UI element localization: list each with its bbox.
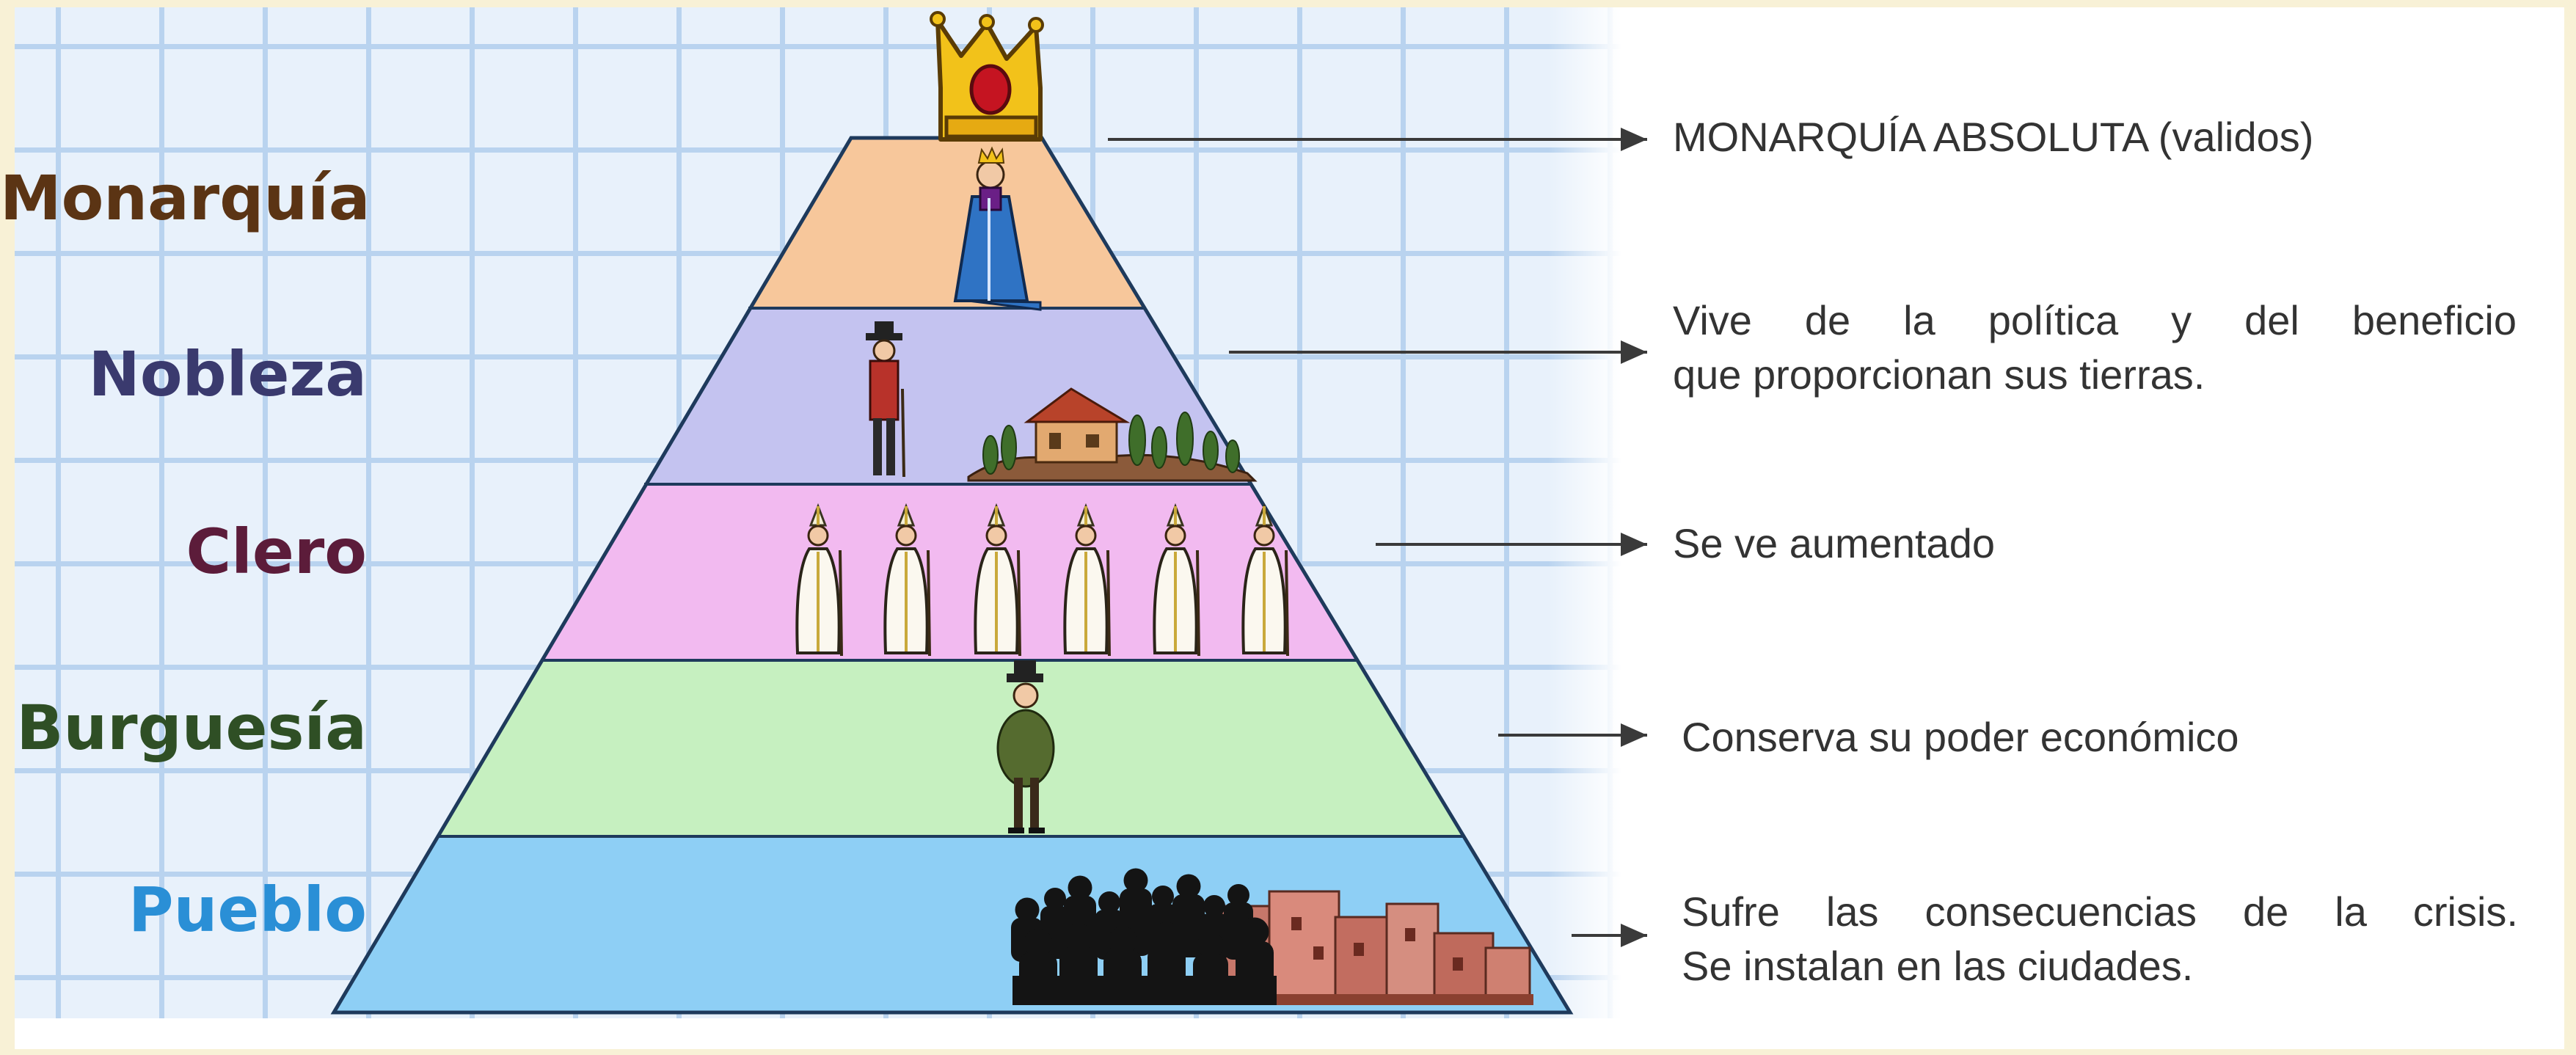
description-monarquia: MONARQUÍA ABSOLUTA (validos) [1673, 110, 2517, 164]
description-line: Se instalan en las ciudades. [1682, 943, 2194, 989]
tier-dividers [437, 307, 1464, 838]
description-clero: Se ve aumentado [1673, 516, 2517, 571]
bishop-figure [974, 503, 1021, 657]
diagram-canvas: Monarquía Nobleza Clero Burguesía Pueblo… [0, 7, 2564, 1049]
queen-figure-icon [953, 146, 1042, 311]
description-line: Vive de la política y del beneficio [1673, 297, 2517, 343]
crowd-person [1172, 874, 1205, 957]
tier-label-pueblo: Pueblo [128, 874, 367, 946]
nobleman-figure-icon [866, 321, 905, 478]
bishop-figure [1241, 503, 1289, 657]
tier-band-monarquia [748, 138, 1145, 308]
bishop-figure-icon [795, 503, 1289, 657]
estate-house-icon [967, 387, 1258, 482]
bishop-figure [1063, 503, 1111, 657]
tier-band-clero [541, 484, 1357, 660]
description-pueblo: Sufre las consecuencias de la crisis. Se… [1682, 885, 2518, 993]
description-line: Conserva su poder económico [1682, 714, 2239, 760]
tier-label-clero: Clero [186, 516, 367, 588]
crown-icon [930, 11, 1044, 142]
connector-arrows [1108, 128, 1647, 947]
bishop-figure [795, 503, 843, 657]
bourgeois-figure-icon [996, 660, 1055, 833]
crowd-base [1012, 976, 1277, 1005]
tier-label-burguesia: Burguesía [16, 692, 367, 764]
description-line: que proporcionan sus tierras. [1673, 351, 2205, 398]
bishop-figure [1153, 503, 1200, 657]
tier-band-burguesia [437, 660, 1464, 836]
description-nobleza: Vive de la política y del beneficio que … [1673, 293, 2517, 402]
description-burguesia: Conserva su poder económico [1682, 710, 2525, 764]
tier-label-nobleza: Nobleza [88, 338, 367, 410]
grid-fade [1548, 7, 1621, 1018]
social-pyramid-diagram [330, 11, 1647, 1015]
description-line: Se ve aumentado [1673, 520, 1995, 566]
tier-label-monarquia: Monarquía [0, 162, 371, 234]
bishop-figure [883, 503, 931, 657]
crowd-silhouette-icon [1011, 868, 1277, 1005]
description-line: MONARQUÍA ABSOLUTA (validos) [1673, 114, 2314, 160]
description-line: Sufre las consecuencias de la crisis. [1682, 888, 2518, 935]
